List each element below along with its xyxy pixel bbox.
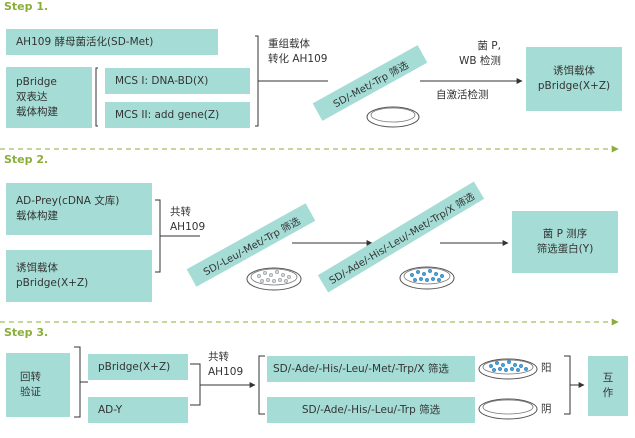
step1-check-line1: 菌 P, <box>477 40 501 52</box>
step2-bait-box: 诱饵载体 pBridge(X+Z) <box>6 250 152 302</box>
interaction-box: 互 作 <box>588 356 628 416</box>
step3-result-bracket <box>564 355 571 415</box>
step2-cotransform-line1: 共转 <box>170 206 191 218</box>
step3-cotransform-line1: 共转 <box>208 351 229 363</box>
step2-cotransform-text: 共转 AH109 <box>170 205 205 235</box>
step2-cotransform-line2: AH109 <box>170 221 206 233</box>
verify-line2: 验证 <box>20 386 41 398</box>
petri-dish-negative <box>478 398 538 420</box>
step2-result-line1: 菌 P 测序 <box>542 228 588 240</box>
step3-ady-box: AD-Y <box>88 397 188 423</box>
step1-check-text: 菌 P, WB 检测 <box>459 39 501 69</box>
step3-pbridge-text: pBridge(X+Z) <box>98 360 171 373</box>
step3-pbridge-box: pBridge(X+Z) <box>88 354 188 380</box>
step2-bait-line1: 诱饵载体 <box>16 262 58 274</box>
step3-label: Step 3. <box>4 326 49 339</box>
library-construct-line1: AD-Prey(cDNA 文库) <box>16 195 120 207</box>
step2-result-box: 菌 P 测序 筛选蛋白(Y) <box>512 211 618 273</box>
step2-bait-line2: pBridge(X+Z) <box>16 277 89 289</box>
verify-line1: 回转 <box>20 371 41 383</box>
step3-negative-selection-box: SD/-Ade/-His/-Leu/-Trp 筛选 <box>267 397 475 423</box>
step3-negative-selection-text: SD/-Ade/-His/-Leu/-Trp 筛选 <box>301 403 441 416</box>
pbridge-construct-line2: 双表达 <box>16 91 48 103</box>
step3-cotransform-line2: AH109 <box>208 366 244 378</box>
library-construct-box: AD-Prey(cDNA 文库) 载体构建 <box>6 183 152 235</box>
petri-dish-step1 <box>366 106 420 128</box>
mcs1-text: MCS I: DNA-BD(X) <box>115 74 209 87</box>
step1-bait-line2: pBridge(X+Z) <box>537 80 611 92</box>
step1-autoactivation-text: 自激活检测 <box>436 89 489 101</box>
yeast-activation-text: AH109 酵母菌活化(SD-Met) <box>16 35 154 48</box>
mcs1-box: MCS I: DNA-BD(X) <box>105 68 250 94</box>
step1-bait-box: 诱饵载体 pBridge(X+Z) <box>526 47 622 111</box>
pbridge-construct-box: pBridge 双表达 载体构建 <box>6 67 92 128</box>
step2-result-line2: 筛选蛋白(Y) <box>536 243 594 255</box>
pbridge-construct-line1: pBridge <box>16 76 57 88</box>
step1-transform-text: 重组载体 转化 AH109 <box>268 37 327 67</box>
step3-positive-selection-box: SD/-Ade/-His/-Leu/-Met/-Trp/X 筛选 <box>267 356 475 382</box>
step1-label: Step 1. <box>4 0 49 13</box>
petri-dish-positive <box>478 358 538 380</box>
step3-left-bracket <box>74 346 81 418</box>
petri-dish-step2-a <box>246 267 302 291</box>
step1-inner-brace <box>95 67 98 127</box>
step3-selection-brace <box>258 355 265 415</box>
step1-transform-line1: 重组载体 <box>268 38 310 50</box>
step2-left-bracket <box>155 199 161 273</box>
interaction-line2: 作 <box>602 387 614 399</box>
petri-dish-step2-b <box>399 266 455 290</box>
verify-box: 回转 验证 <box>6 353 70 417</box>
step3-ady-text: AD-Y <box>98 403 123 416</box>
positive-result-label: 阳 <box>541 362 552 374</box>
step1-bait-line1: 诱饵载体 <box>553 65 595 77</box>
step2-label: Step 2. <box>4 153 49 166</box>
step1-right-bracket <box>255 35 259 127</box>
interaction-line1: 互 <box>602 372 614 384</box>
step3-mid-bracket <box>190 363 201 406</box>
step1-transform-line2: 转化 AH109 <box>268 53 328 65</box>
step1-check-line2: WB 检测 <box>459 55 501 67</box>
step3-positive-selection-text: SD/-Ade/-His/-Leu/-Met/-Trp/X 筛选 <box>273 362 449 375</box>
pbridge-construct-line3: 载体构建 <box>16 106 58 118</box>
negative-result-label: 阴 <box>541 403 552 415</box>
mcs2-box: MCS II: add gene(Z) <box>105 102 250 128</box>
mcs2-text: MCS II: add gene(Z) <box>115 108 220 121</box>
library-construct-line2: 载体构建 <box>16 210 58 222</box>
step3-cotransform-text: 共转 AH109 <box>208 350 243 380</box>
yeast-activation-box: AH109 酵母菌活化(SD-Met) <box>6 29 218 55</box>
